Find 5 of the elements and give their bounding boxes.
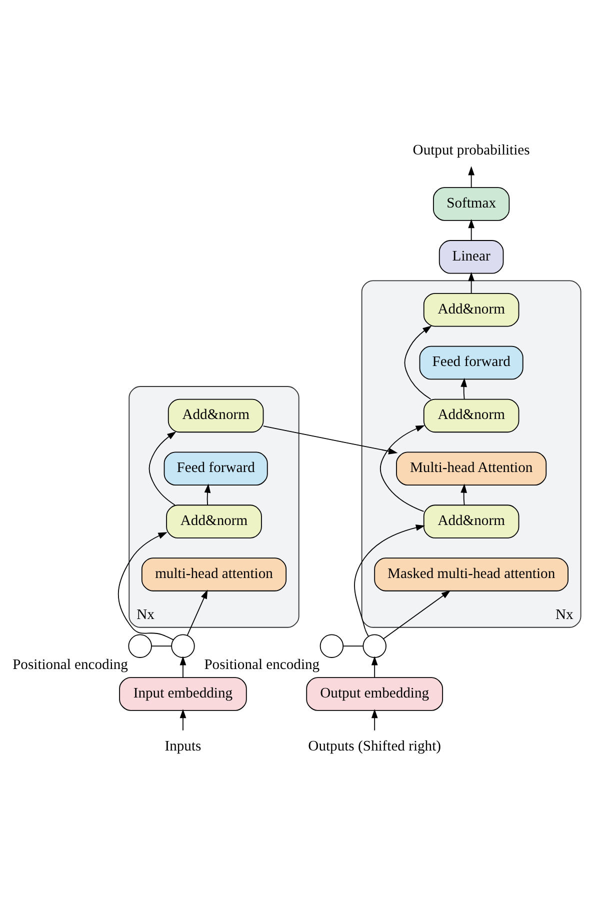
- node-label: Positional encoding: [12, 656, 128, 673]
- node-text: Outputs (Shifted right): [308, 738, 441, 754]
- node-text: Inputs: [164, 738, 202, 754]
- node-text: Output probabilities: [412, 142, 530, 158]
- node-label: Positional encoding: [204, 656, 320, 673]
